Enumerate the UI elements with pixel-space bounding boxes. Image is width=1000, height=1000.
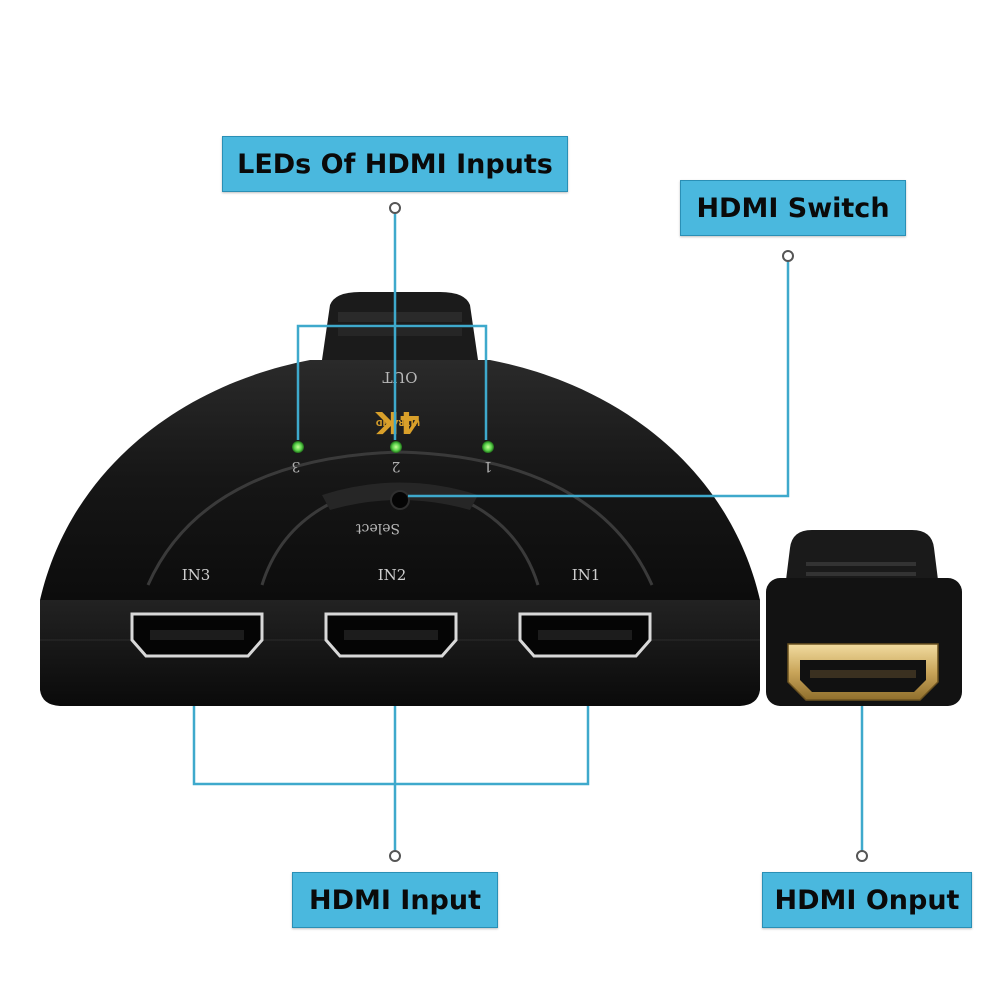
hdmi-port-in2[interactable] — [324, 612, 458, 658]
out-label: OUT — [383, 368, 418, 386]
hdmi-port-in3[interactable] — [130, 612, 264, 658]
leader-dot-output — [856, 850, 868, 862]
select-label: Select — [356, 520, 400, 536]
port-label-in1: IN1 — [572, 566, 601, 584]
callout-hdmi-output: HDMI Onput — [762, 872, 972, 928]
callout-leds: LEDs Of HDMI Inputs — [222, 136, 568, 192]
led-2-icon — [390, 441, 402, 453]
brand-4k: 4K — [374, 404, 420, 439]
port-labels: IN3 IN2 IN1 — [182, 566, 601, 584]
leader-input-bracket — [192, 706, 590, 786]
port-label-in3: IN3 — [182, 566, 211, 584]
led-1-icon — [482, 441, 494, 453]
led-3-icon — [292, 441, 304, 453]
hdmi-input-ports — [130, 612, 652, 658]
hdmi-port-in1[interactable] — [518, 612, 652, 658]
led-number-1: 1 — [484, 458, 493, 474]
leader-dots — [389, 202, 868, 862]
brand-ultra-hd: ULTRA HD — [376, 418, 421, 427]
port-label-in2: IN2 — [378, 566, 407, 584]
leader-lines — [192, 210, 864, 854]
callout-hdmi-switch: HDMI Switch — [680, 180, 906, 236]
leader-dot-switch — [782, 250, 794, 262]
select-button[interactable] — [390, 490, 410, 510]
callout-hdmi-input: HDMI Input — [292, 872, 498, 928]
device-print: OUT 4K ULTRA HD 3 2 1 Select — [292, 368, 493, 536]
hdmi-output-connector — [766, 530, 962, 706]
led-indicators — [292, 441, 494, 453]
leader-dot-input — [389, 850, 401, 862]
leader-switch — [408, 258, 790, 498]
led-number-2: 2 — [392, 458, 401, 474]
leader-leds-bracket — [296, 324, 488, 440]
led-number-3: 3 — [292, 458, 301, 474]
leader-dot-leds — [389, 202, 401, 214]
